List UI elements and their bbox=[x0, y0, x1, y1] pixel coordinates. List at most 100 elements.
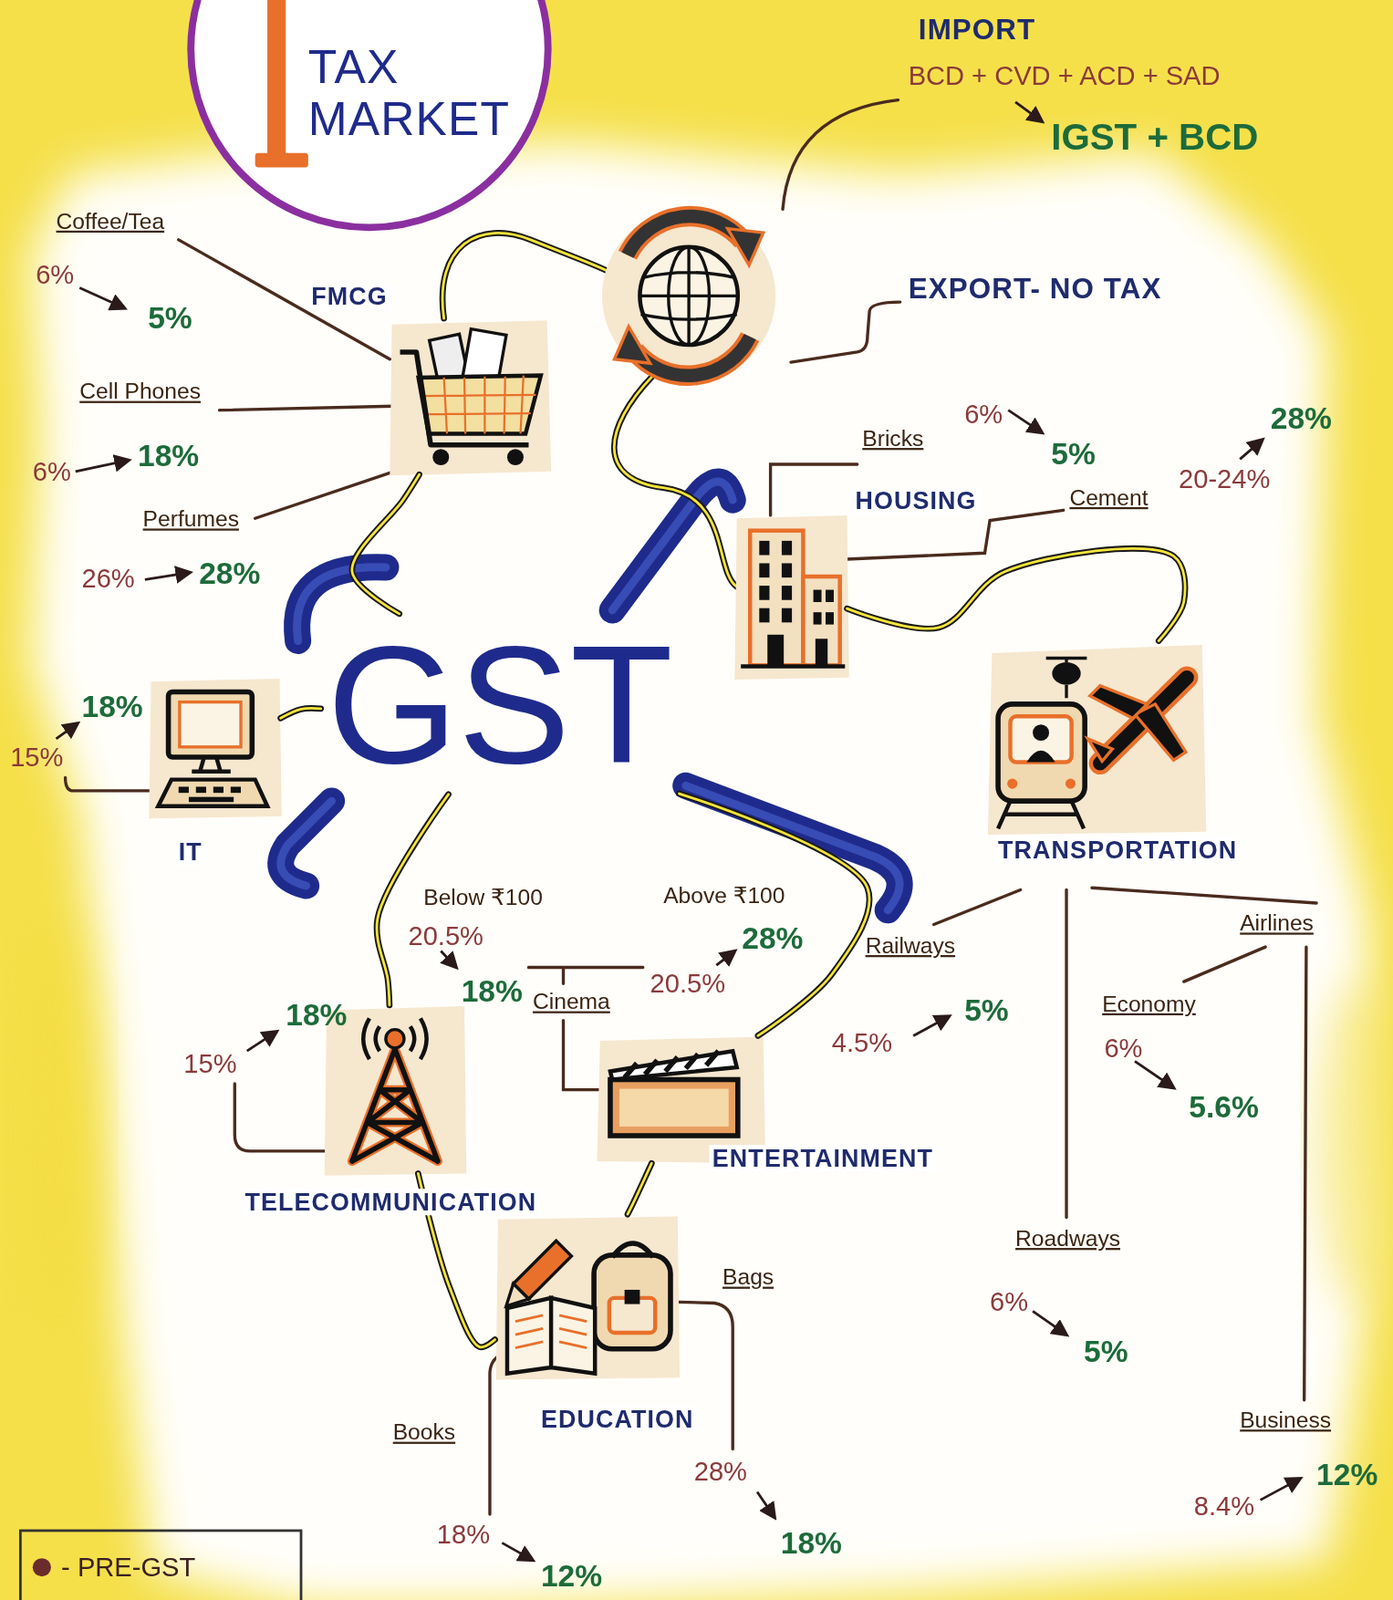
education-icon bbox=[507, 1298, 595, 1374]
label-slot: 6% bbox=[1103, 1033, 1143, 1063]
trade-label: IMPORT bbox=[918, 14, 1037, 46]
globe-icon bbox=[602, 208, 776, 383]
category-label: HOUSING bbox=[852, 488, 980, 516]
rate-arrow bbox=[247, 1031, 277, 1051]
computer-icon bbox=[168, 691, 253, 758]
label-slot: Railways bbox=[865, 934, 956, 959]
label-slot: 18% bbox=[436, 1520, 490, 1550]
pre-gst-rate: 6% bbox=[964, 399, 1003, 429]
pre-gst-rate: 15% bbox=[183, 1049, 237, 1079]
item-label: Books bbox=[393, 1420, 456, 1445]
transport-icon bbox=[987, 644, 1206, 835]
label-slot: 15% bbox=[10, 742, 63, 772]
price-note: Below ₹100 bbox=[423, 885, 543, 911]
category-label: ENTERTAINMENT bbox=[708, 1144, 936, 1173]
housing-icon bbox=[781, 562, 792, 578]
computer-icon bbox=[188, 797, 234, 803]
rate-arrow bbox=[79, 287, 125, 308]
label-slot: 28% bbox=[741, 921, 803, 956]
label-slot: IGST + BCD bbox=[1050, 117, 1258, 158]
post-gst-rate: 28% bbox=[741, 921, 803, 956]
item-label: Cell Phones bbox=[79, 379, 201, 405]
leader-line bbox=[847, 509, 1064, 560]
label-slot: 18% bbox=[137, 438, 199, 473]
computer-icon bbox=[157, 779, 268, 807]
connector-line bbox=[627, 1163, 652, 1215]
housing-icon bbox=[758, 585, 770, 601]
label-slot: Roadways bbox=[1015, 1226, 1121, 1252]
globe-wire bbox=[613, 375, 737, 588]
pre-gst-rate: 4.5% bbox=[831, 1029, 893, 1059]
category-label: TRANSPORTATION bbox=[995, 836, 1241, 864]
leader-line bbox=[255, 467, 407, 519]
globe-icon bbox=[634, 336, 750, 376]
gst-arcs bbox=[280, 800, 333, 886]
leader-line bbox=[65, 100, 1318, 1515]
pre-gst-rate: 20.5% bbox=[407, 921, 483, 951]
connector-line bbox=[679, 793, 871, 1036]
leader-line bbox=[1064, 889, 1068, 1217]
clapper-icon bbox=[619, 1089, 729, 1127]
category-label: EDUCATION bbox=[538, 1405, 697, 1434]
post-gst-rate: 12% bbox=[540, 1559, 603, 1593]
trade-label: EXPORT- NO TAX bbox=[908, 273, 1163, 305]
education-icon bbox=[593, 1255, 671, 1350]
cart-icon bbox=[432, 448, 449, 466]
leader-line bbox=[1304, 946, 1307, 1401]
label-slot: Books bbox=[393, 1420, 456, 1445]
tower-icon bbox=[385, 1029, 405, 1049]
leader-line bbox=[790, 301, 901, 363]
label-slot: 28% bbox=[694, 1456, 748, 1487]
rate-arrow bbox=[1015, 102, 1042, 122]
leader-line bbox=[219, 405, 394, 410]
housing-icon bbox=[781, 540, 792, 556]
item-label: Airlines bbox=[1239, 911, 1314, 936]
connector bbox=[847, 548, 1186, 641]
tower-icon bbox=[352, 1049, 438, 1162]
computer-icon bbox=[230, 786, 241, 793]
transport-icon bbox=[1090, 686, 1148, 719]
label-slot: 18% bbox=[780, 1525, 843, 1560]
legend: - PRE-GST bbox=[32, 1553, 196, 1583]
education-icon bbox=[612, 1243, 654, 1258]
tower-icon bbox=[352, 1049, 438, 1162]
rate-arrow bbox=[56, 723, 78, 739]
transport-icon bbox=[1026, 750, 1055, 763]
pre-gst-rate: BCD + CVD + ACD + SAD bbox=[908, 61, 1221, 91]
price-note: Above ₹100 bbox=[663, 883, 785, 909]
category-label: FMCG bbox=[308, 283, 391, 312]
label-slot: 26% bbox=[81, 564, 135, 594]
education-icon bbox=[624, 1289, 641, 1305]
post-gst-rate: 18% bbox=[461, 974, 523, 1009]
gst-hub: GST bbox=[321, 613, 680, 795]
clapper-icon bbox=[610, 1080, 739, 1137]
connector-line bbox=[847, 548, 1186, 641]
computer-icon bbox=[191, 757, 231, 772]
rate-arrow bbox=[1260, 1478, 1301, 1500]
housing-icon bbox=[781, 608, 792, 624]
housing-icon bbox=[802, 576, 840, 666]
computer-icon bbox=[148, 678, 281, 819]
transport-icon bbox=[1007, 779, 1018, 790]
globe-wire bbox=[613, 375, 737, 588]
computer-icon bbox=[178, 786, 189, 793]
globe-icon bbox=[627, 216, 743, 256]
paper-ground bbox=[20, 918, 102, 1327]
label-slot: Bags bbox=[722, 1265, 774, 1290]
title-circle bbox=[255, 153, 309, 168]
pre-gst-rate: 28% bbox=[694, 1456, 748, 1487]
globe-icon bbox=[634, 336, 750, 376]
globe-icon bbox=[613, 326, 650, 364]
housing-icon bbox=[767, 634, 784, 666]
label-slot: 12% bbox=[540, 1559, 603, 1593]
computer-icon bbox=[148, 678, 281, 819]
pre-gst-rate: 6% bbox=[35, 259, 74, 290]
transport-icon bbox=[1009, 716, 1071, 762]
pre-gst-rate: 20-24% bbox=[1178, 464, 1270, 494]
post-gst-rate: 5% bbox=[1083, 1334, 1129, 1369]
connector-line bbox=[352, 474, 420, 614]
leader-line bbox=[234, 1083, 324, 1152]
label-slot: 20.5% bbox=[650, 969, 726, 999]
title-holder: TAX MARKET bbox=[308, 41, 513, 145]
